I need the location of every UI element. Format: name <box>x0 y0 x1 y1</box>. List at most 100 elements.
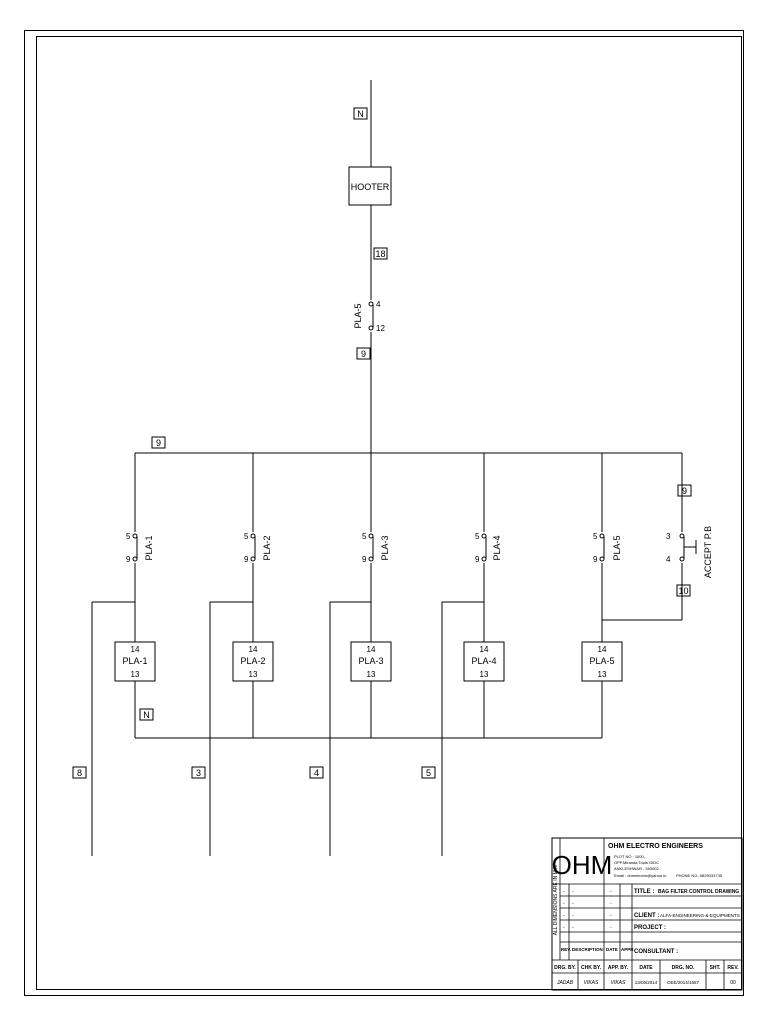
tb-rev-row-3-desc: - <box>572 913 574 919</box>
relay-2-name: PLA-2 <box>240 656 265 666</box>
tb-company: OHM ELECTRO ENGINEERS <box>608 843 703 850</box>
accept-pb-name: ACCEPT P.B <box>703 526 713 578</box>
tb-rev-col-hdr: REV. <box>727 965 739 971</box>
hooter-label: HOOTER <box>351 182 390 192</box>
contact-symbols <box>132 533 697 562</box>
tb-project-label: PROJECT : <box>634 925 666 931</box>
pla5-top-name: PLA-5 <box>353 303 363 328</box>
relay-box-3 <box>350 641 392 682</box>
contact-2-b: 9 <box>244 555 249 564</box>
tb-addr1: PLOT NO : 1000, <box>614 854 645 859</box>
tb-app-by-hdr: APP. BY. <box>608 965 629 971</box>
tb-rev-row-2-rev: - <box>563 901 565 907</box>
tb-addr3: ANKLESHWAR - 393002 <box>614 866 660 871</box>
relay-5-name: PLA-5 <box>589 656 614 666</box>
tb-email: Email : ohmelectro@yahoo.in <box>614 873 666 878</box>
contact-1-name: PLA-1 <box>144 535 154 560</box>
relay-3-name: PLA-3 <box>358 656 383 666</box>
relay-5-bottom: 13 <box>598 670 607 679</box>
tb-chk-by-hdr: CHK BY. <box>581 965 602 971</box>
tb-client-label: CLIENT : <box>634 913 659 919</box>
terminal-18: 18 <box>375 249 385 259</box>
tb-consultant-label: CONSULTANT : <box>634 949 678 955</box>
tb-addr2: OPP.Miranda Tools GIDC <box>614 860 659 865</box>
contact-2-name: PLA-2 <box>262 535 272 560</box>
tb-rev-hdr: REV. <box>561 947 571 952</box>
tb-desc-hdr: DESCRIPTION <box>572 947 603 952</box>
tb-title-label: TITLE : <box>634 889 654 895</box>
hooter-box <box>348 166 392 206</box>
terminal-3: 3 <box>196 768 201 778</box>
tb-drg-no: OEE/2014/1657 <box>667 980 700 985</box>
drawing-outer-frame <box>24 30 744 996</box>
accept-pb-b: 4 <box>666 555 671 564</box>
relay-box-2 <box>232 641 274 682</box>
contact-5-a: 5 <box>593 532 598 541</box>
terminal-4: 4 <box>314 768 319 778</box>
pla5-top-contact-b: 12 <box>376 324 385 333</box>
contact-5-b: 9 <box>593 555 598 564</box>
tb-chk-by: VIKAS <box>584 980 599 986</box>
terminal-n-top: N <box>357 109 364 119</box>
relay-3-bottom: 13 <box>367 670 376 679</box>
terminal-8: 8 <box>77 768 82 778</box>
contact-1-a: 5 <box>126 532 131 541</box>
contact-1-b: 9 <box>126 555 131 564</box>
tb-side-note: ALL DIMENSIONS ARE IN M.M <box>553 865 559 936</box>
tb-drg-by: JADAB <box>556 980 574 986</box>
tb-rev-row-1-date: - <box>610 889 612 895</box>
tb-app-by: VIKAS <box>611 980 626 986</box>
relay-3-top: 14 <box>367 645 376 654</box>
relay-1-top: 14 <box>131 645 140 654</box>
tb-rev-row-4-date: - <box>610 925 612 931</box>
relay-1-name: PLA-1 <box>122 656 147 666</box>
accept-pb-a: 3 <box>666 532 671 541</box>
tb-date: 13/06/2014 <box>635 980 658 985</box>
tb-appr-hdr: APPR <box>621 947 634 952</box>
relay-2-bottom: 13 <box>249 670 258 679</box>
tb-title-value: BAG FILTER CONTROL DRAWING <box>658 889 739 895</box>
contact-3-name: PLA-3 <box>380 535 390 560</box>
contact-4-a: 5 <box>475 532 480 541</box>
contact-pla5-top-b <box>368 325 374 331</box>
tb-rev-row-2-desc: - <box>572 901 574 907</box>
relay-5-top: 14 <box>598 645 607 654</box>
relay-box-1 <box>114 641 156 682</box>
contact-2-a: 5 <box>244 532 249 541</box>
contact-3-b: 9 <box>362 555 367 564</box>
terminal-n-bottom: N <box>143 710 150 720</box>
contact-4-b: 9 <box>475 555 480 564</box>
title-block: ALL DIMENSIONS ARE IN M.M OHM OHM ELECTR… <box>551 837 743 991</box>
terminal-9-bus: 9 <box>156 438 161 448</box>
contact-4-name: PLA-4 <box>492 535 502 560</box>
terminal-10: 10 <box>678 586 688 596</box>
tb-rev-no: 00 <box>730 980 736 986</box>
tb-rev-row-2-date: - <box>610 901 612 907</box>
tb-drg-no-hdr: DRG. NO. <box>672 965 695 971</box>
relay-box-4 <box>463 641 505 682</box>
tb-logo: OHM <box>552 850 613 880</box>
relay-1-bottom: 13 <box>131 670 140 679</box>
relay-4-name: PLA-4 <box>471 656 496 666</box>
tb-sht-hdr: SHT. <box>710 965 721 971</box>
relay-4-top: 14 <box>480 645 489 654</box>
contact-pla5-top-a <box>368 301 374 307</box>
tb-client-value: ALFA-ENGINEERING-&-EQUIPMENTS <box>660 913 740 918</box>
relay-4-bottom: 13 <box>480 670 489 679</box>
contact-3-a: 5 <box>362 532 367 541</box>
relay-box-5 <box>581 641 623 682</box>
tb-date-col-hdr: DATE <box>639 965 653 971</box>
terminal-9-mid: 9 <box>361 349 366 359</box>
drawing-inner-frame <box>36 36 742 990</box>
terminal-5: 5 <box>426 768 431 778</box>
tb-phone: PHONE NO:-9825033735 <box>676 873 723 878</box>
tb-date-hdr: DATE <box>606 947 618 952</box>
contact-5-name: PLA-5 <box>612 535 622 560</box>
terminal-9-right: 9 <box>682 486 687 496</box>
relay-2-top: 14 <box>249 645 258 654</box>
tb-rev-row-3-date: - <box>610 913 612 919</box>
tb-rev-row-4-rev: - <box>563 925 565 931</box>
tb-rev-row-4-desc: - <box>572 925 574 931</box>
pla5-top-contact-a: 4 <box>376 300 381 309</box>
